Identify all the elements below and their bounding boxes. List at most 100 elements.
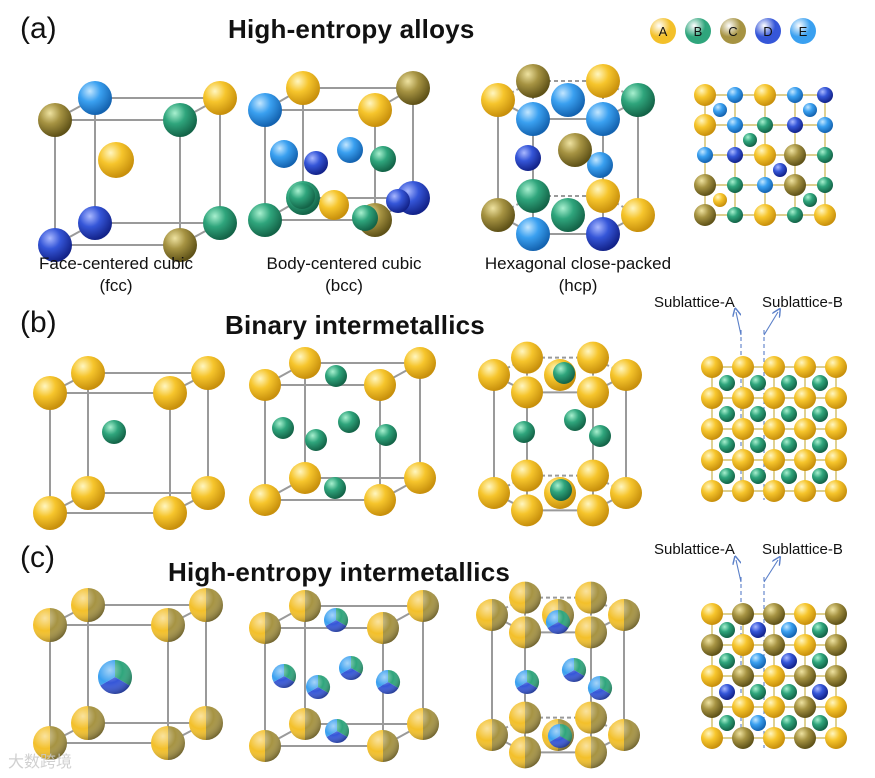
hcp-a-vertex-atom	[481, 83, 515, 117]
fcc-b-corner-atom	[153, 376, 187, 410]
grid-c-atom	[732, 696, 754, 718]
grid-a-interstitial-atom	[713, 103, 727, 117]
hcp-c-vertex-atom	[608, 599, 640, 631]
grid-c-atom	[732, 665, 754, 687]
grid-a-interstitial-atom	[803, 103, 817, 117]
hcp-b-vertex-atom	[478, 477, 510, 509]
bcc-c-corner-atom	[407, 590, 439, 622]
grid-b-atom	[794, 387, 816, 409]
grid-a-atom	[694, 174, 716, 196]
grid-a-atom	[817, 177, 833, 193]
bcc-c-corner-atom	[367, 730, 399, 762]
hcp-c-vertex-atom-shading	[476, 719, 508, 751]
legend-item-b: B	[685, 18, 711, 44]
hcp-c-vertex-atom-shading	[509, 616, 541, 649]
fcc-c-corner-atom-shading	[71, 588, 105, 622]
grid-a-atom	[787, 207, 803, 223]
grid-a-atom	[727, 117, 743, 133]
fcc-c-corner-atom	[151, 608, 185, 642]
hcp-a-vertex-atom	[621, 198, 655, 232]
sublattice-a-arrow-c	[736, 560, 742, 583]
hcp-c-vertex-atom-shading	[575, 616, 607, 649]
bcc-c-atom	[339, 656, 363, 680]
hcp-a-vertex-atom	[481, 198, 515, 232]
hcp-a-atom	[515, 145, 541, 171]
hcp-c-vertex-atom-shading	[509, 581, 541, 614]
bcc-c-corner-atom	[289, 708, 321, 740]
grid-b-interstitial-atom	[781, 468, 797, 484]
grid-b-atom	[825, 387, 847, 409]
grid-c-atom	[825, 634, 847, 656]
grid-a-interstitial-atom	[743, 133, 757, 147]
legend-item-e: E	[790, 18, 816, 44]
grid-b-atom	[732, 418, 754, 440]
bcc-a-atom	[386, 189, 410, 213]
grid-a-atom	[817, 117, 833, 133]
grid-a-atom	[754, 204, 776, 226]
bcc-b-corner-atom	[404, 347, 436, 379]
hcp-b-atom	[564, 409, 586, 431]
hcp-a-vertex-atom	[586, 102, 620, 137]
bcc-b-corner-atom	[289, 462, 321, 494]
bcc-c-atom	[272, 664, 296, 688]
sublattice-b-arrow-b	[763, 312, 778, 336]
grid-a-atom	[694, 204, 716, 226]
fcc-c-corner-atom-shading	[151, 726, 185, 760]
grid-b-atom	[763, 449, 785, 471]
bcc-a-corner-atom	[396, 71, 430, 105]
grid-c-atom	[763, 634, 785, 656]
fcc-c-corner-atom	[33, 726, 67, 760]
hcp-c-atom-shading	[588, 676, 612, 700]
grid-c-interstitial-atom	[750, 684, 766, 700]
grid-a-atom	[787, 117, 803, 133]
fcc-c-corner-atom-shading	[71, 706, 105, 740]
hcp-b-vertex-atom	[577, 341, 609, 374]
hcp-a-vertex-atom	[516, 63, 550, 98]
caption-bcc-abbr: (bcc)	[325, 276, 363, 295]
grid-c-atom	[794, 665, 816, 687]
hcp-c-vertex-atom	[476, 599, 508, 631]
grid-b-atom	[794, 418, 816, 440]
grid-b-interstitial-atom	[812, 437, 828, 453]
grid-a-atom	[727, 87, 743, 103]
bcc-b-corner-atom	[289, 347, 321, 379]
hcp-b-vertex-atom	[511, 376, 543, 409]
grid-c-atom	[794, 696, 816, 718]
hcp-c-vertex-atom	[476, 719, 508, 751]
hcp-c-atom-shading	[548, 724, 572, 748]
grid-c-atom	[794, 634, 816, 656]
fcc-b-corner-atom	[33, 496, 67, 530]
grid-b-atom	[825, 449, 847, 471]
grid-b-atom	[763, 387, 785, 409]
grid-b-atom	[825, 418, 847, 440]
bcc-a-atom	[370, 146, 396, 172]
grid-c-interstitial-atom	[812, 653, 828, 669]
bcc-b-atom	[375, 424, 397, 446]
panel-label-c: (c)	[20, 541, 55, 574]
fcc-a-corner-atom	[163, 228, 197, 262]
bcc-a-corner-atom	[248, 203, 282, 237]
grid-a-atom	[754, 144, 776, 166]
bcc-a-atom	[289, 183, 315, 209]
grid-c-interstitial-atom	[719, 715, 735, 731]
hcp-c-atom	[588, 676, 613, 701]
sublattice-a-label-b: Sublattice-A	[654, 294, 735, 311]
caption-fcc-name: Face-centered cubic	[38, 254, 194, 273]
grid-c-interstitial-atom	[781, 684, 797, 700]
grid-c-atom	[701, 696, 723, 718]
bcc-c-corner-atom-shading	[367, 730, 399, 762]
hcp-b-vertex-atom	[577, 494, 609, 527]
bcc-c-corner-atom	[289, 590, 321, 622]
legend-item-c: C	[720, 18, 746, 44]
grid-c-atom	[794, 727, 816, 749]
hcp-c-atom	[548, 724, 572, 749]
hcp-c-vertex-atom	[575, 736, 607, 769]
grid-b-atom	[763, 418, 785, 440]
hcp-b-vertex-atom	[577, 376, 609, 409]
hcp-a-atom	[587, 152, 613, 178]
fcc-a-atom	[98, 142, 134, 178]
hcp-a-vertex-atom	[621, 83, 655, 117]
grid-a-atom	[814, 204, 836, 226]
fcc-c-corner-atom	[151, 726, 185, 760]
hcp-c-atom	[561, 658, 587, 683]
